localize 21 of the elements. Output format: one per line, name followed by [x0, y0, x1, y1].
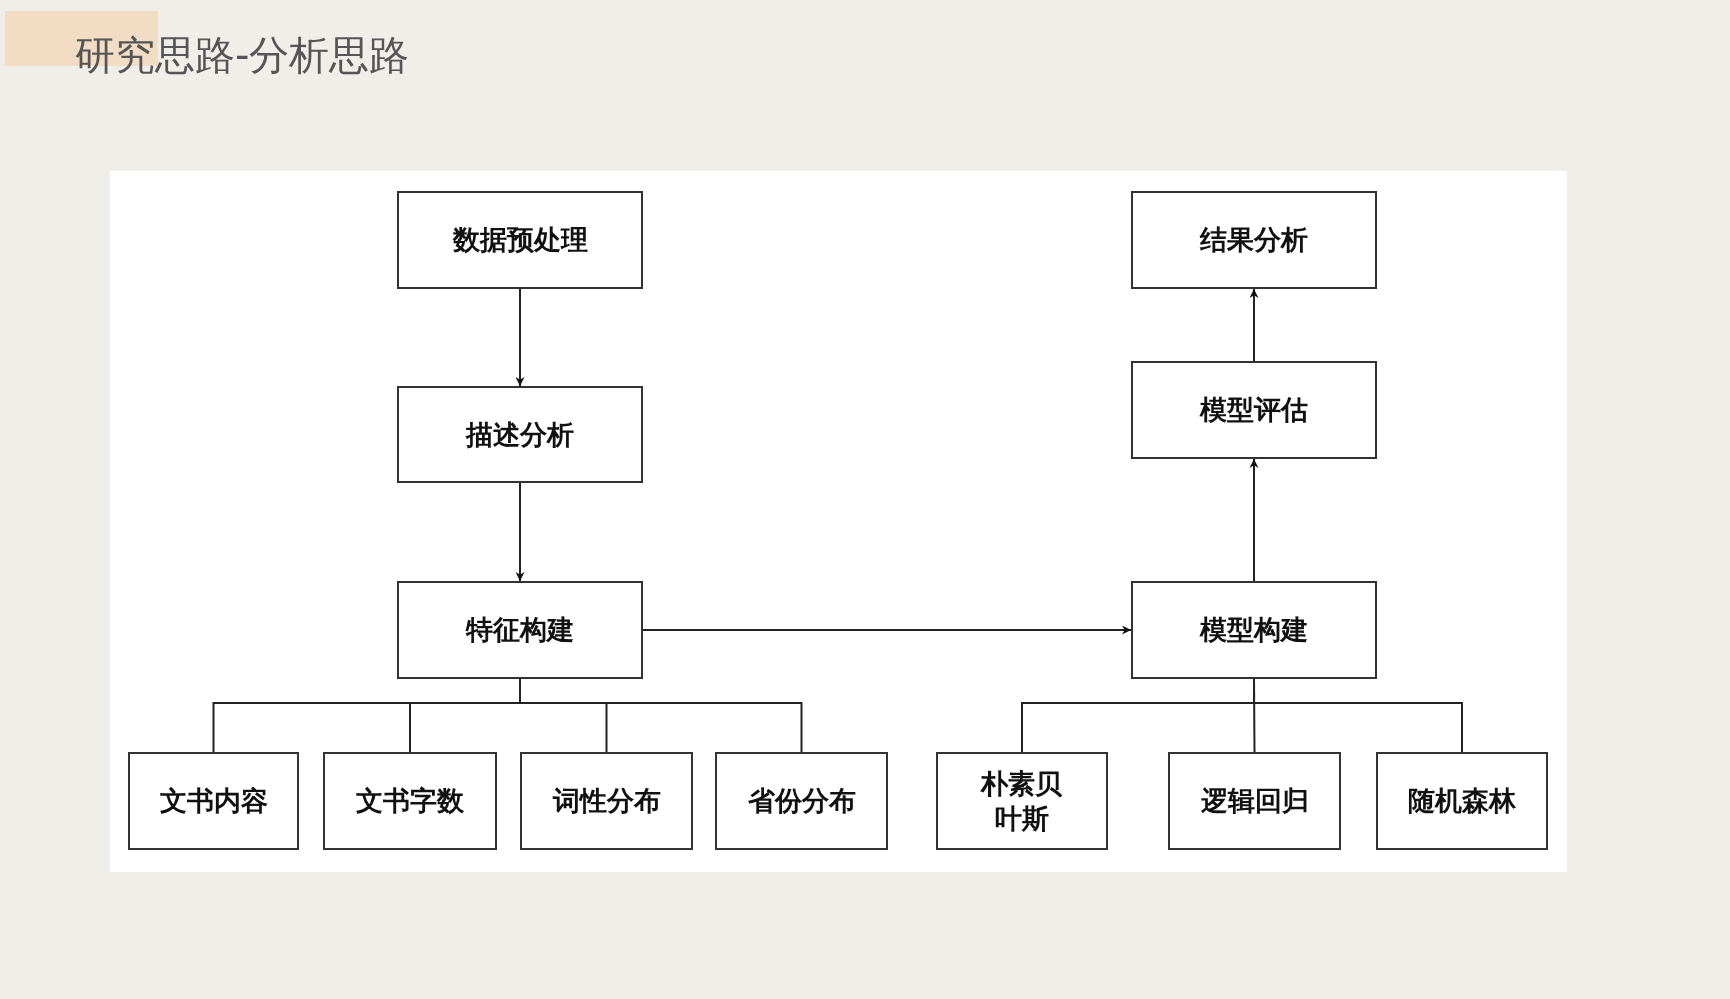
process-box: 结果分析 — [1131, 191, 1377, 289]
process-box: 词性分布 — [520, 752, 693, 850]
process-box: 省份分布 — [715, 752, 888, 850]
process-box: 文书字数 — [323, 752, 497, 850]
process-box: 文书内容 — [128, 752, 299, 850]
process-box: 模型评估 — [1131, 361, 1377, 459]
process-box: 逻辑回归 — [1168, 752, 1341, 850]
arrow — [515, 288, 525, 387]
title: 研究思路-分析思路 — [75, 31, 410, 80]
arrow — [642, 625, 1132, 635]
connector-line — [519, 678, 803, 753]
process-box: 数据预处理 — [397, 191, 643, 289]
arrow — [515, 482, 525, 582]
arrow — [1249, 288, 1259, 362]
process-box: 随机森林 — [1376, 752, 1548, 850]
process-box: 特征构建 — [397, 581, 643, 679]
process-box: 描述分析 — [397, 386, 643, 483]
arrow — [1249, 458, 1259, 582]
connector-line — [1253, 678, 1463, 753]
process-box: 模型构建 — [1131, 581, 1377, 679]
process-box: 朴素贝叶斯 — [936, 752, 1108, 850]
